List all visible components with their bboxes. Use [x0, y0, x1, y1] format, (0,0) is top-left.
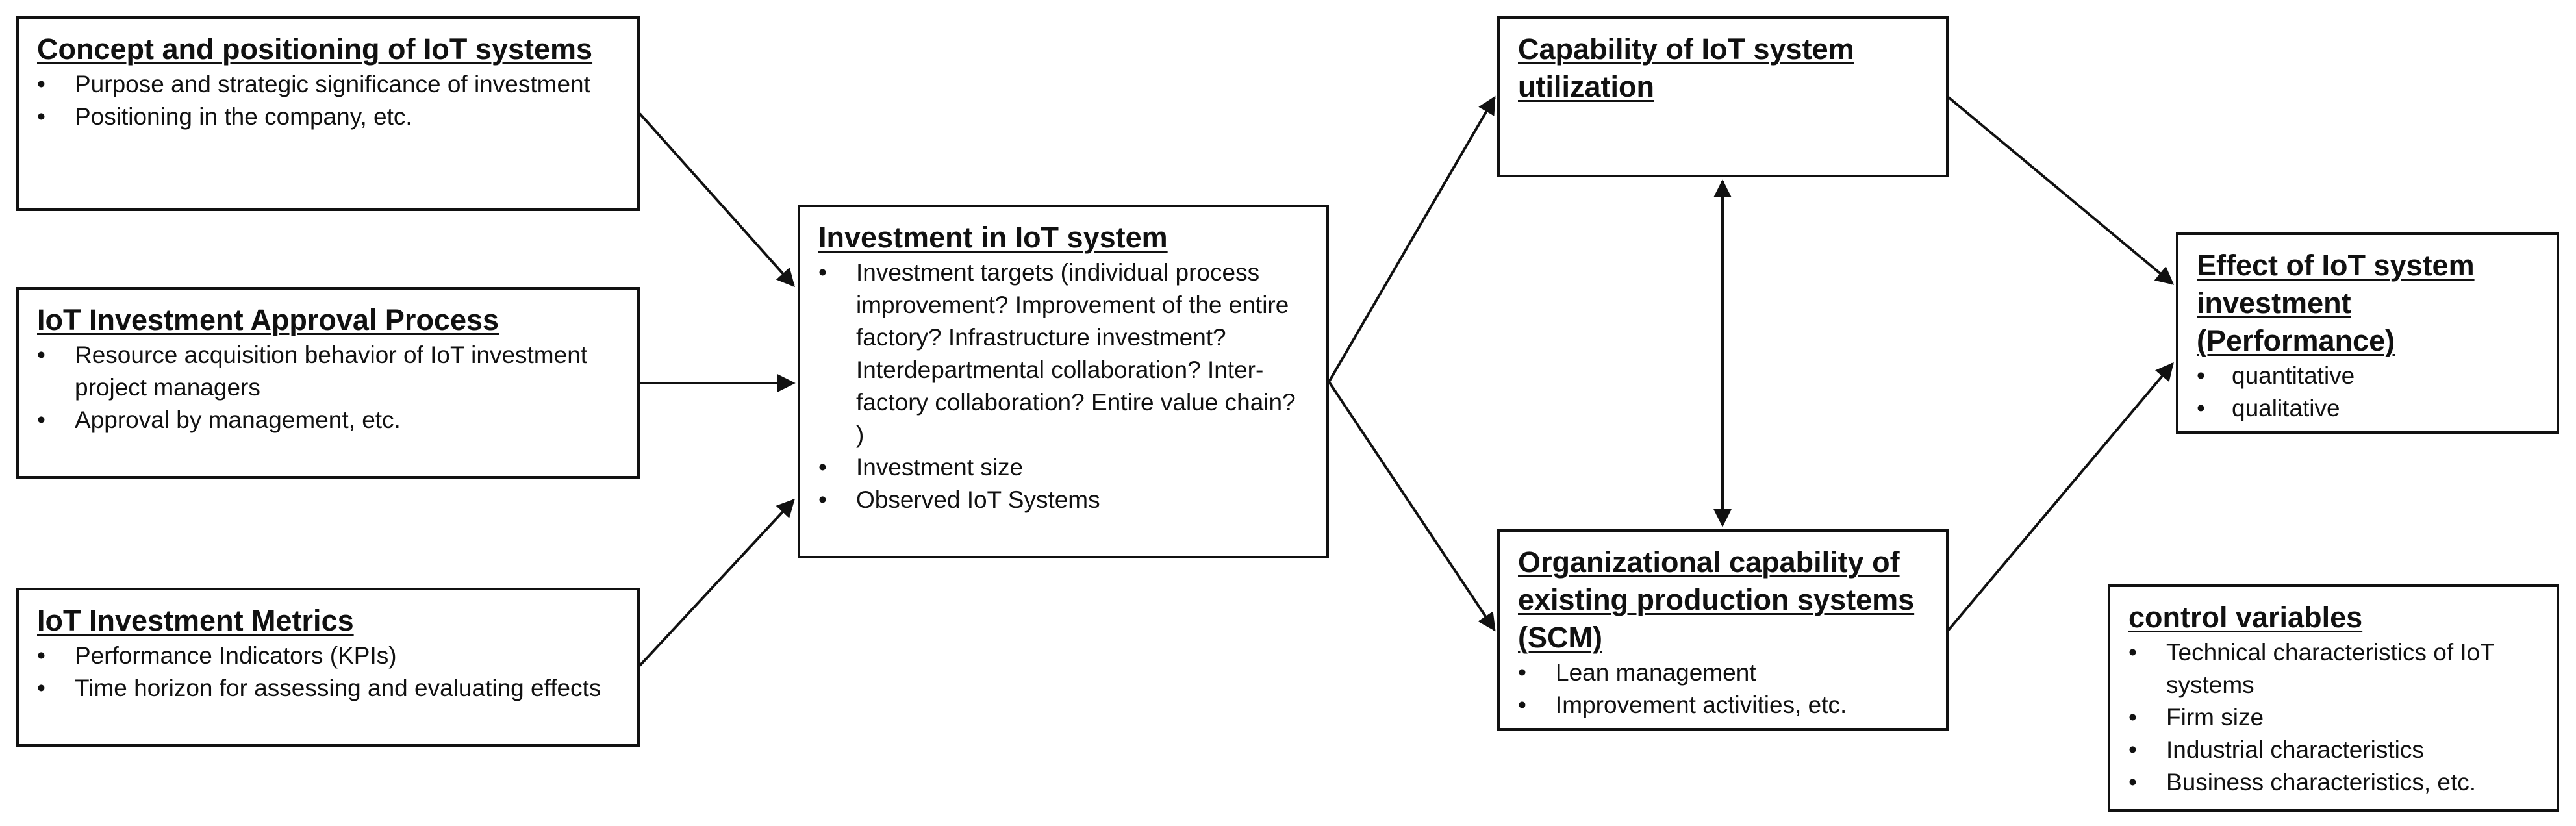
control-variables-list: •Technical characteristics of IoT system…	[2128, 636, 2544, 799]
list-item: •qualitative	[2197, 392, 2537, 425]
org-capability-title: Organizational capability of existing pr…	[1518, 545, 1915, 654]
control-variables-title: control variables	[2128, 601, 2363, 634]
bullet-icon: •	[37, 71, 45, 97]
arrow-investment-to-capability	[1328, 95, 1496, 383]
list-item: •Observed IoT Systems	[818, 484, 1307, 516]
concept-list: •Purpose and strategic significance of i…	[37, 68, 618, 133]
bullet-icon: •	[818, 259, 827, 286]
bullet-icon: •	[818, 486, 827, 513]
effect-title: Effect of IoT system investment (Perform…	[2197, 249, 2475, 357]
bullet-icon: •	[2197, 395, 2205, 421]
effect-list: •quantitative •qualitative	[2197, 360, 2537, 425]
list-item: •Resource acquisition behavior of IoT in…	[37, 339, 618, 404]
investment-list: •Investment targets (individual process …	[818, 257, 1307, 516]
bullet-icon: •	[2128, 704, 2137, 731]
approval-box: IoT Investment Approval Process •Resourc…	[16, 287, 640, 479]
list-item: •Positioning in the company, etc.	[37, 101, 618, 133]
concept-box: Concept and positioning of IoT systems •…	[16, 16, 640, 211]
list-item: •Investment targets (individual process …	[818, 257, 1307, 451]
list-item: •Purpose and strategic significance of i…	[37, 68, 618, 101]
arrow-concept-to-investment	[638, 112, 795, 288]
list-item: •Investment size	[818, 451, 1307, 484]
bullet-icon: •	[2197, 362, 2205, 389]
metrics-list: •Performance Indicators (KPIs) •Time hor…	[37, 640, 618, 705]
list-item: •Industrial characteristics	[2128, 734, 2544, 766]
list-item: •Time horizon for assessing and evaluati…	[37, 672, 618, 705]
bullet-icon: •	[37, 642, 45, 669]
effect-box: Effect of IoT system investment (Perform…	[2176, 232, 2559, 434]
capability-box: Capability of IoT system utilization	[1497, 16, 1949, 177]
approval-list: •Resource acquisition behavior of IoT in…	[37, 339, 618, 436]
org-capability-box: Organizational capability of existing pr…	[1497, 529, 1949, 731]
list-item: •Approval by management, etc.	[37, 404, 618, 436]
investment-title: Investment in IoT system	[818, 221, 1168, 254]
list-item: •Improvement activities, etc.	[1518, 689, 1926, 721]
list-item: •Lean management	[1518, 657, 1926, 689]
capability-title: Capability of IoT system utilization	[1518, 32, 1854, 103]
investment-box: Investment in IoT system •Investment tar…	[798, 205, 1329, 558]
org-capability-list: •Lean management •Improvement activities…	[1518, 657, 1926, 721]
control-variables-box: control variables •Technical characteris…	[2108, 584, 2559, 812]
bullet-icon: •	[37, 675, 45, 701]
bullet-icon: •	[1518, 692, 1526, 718]
concept-title: Concept and positioning of IoT systems	[37, 32, 593, 66]
metrics-box: IoT Investment Metrics •Performance Indi…	[16, 588, 640, 747]
bullet-icon: •	[1518, 659, 1526, 686]
metrics-title: IoT Investment Metrics	[37, 604, 354, 637]
bullet-icon: •	[2128, 639, 2137, 666]
list-item: •Technical characteristics of IoT system…	[2128, 636, 2544, 701]
arrow-metrics-to-investment	[638, 498, 795, 667]
arrow-capability-to-effect	[1947, 96, 2175, 285]
list-item: •Firm size	[2128, 701, 2544, 734]
bullet-icon: •	[37, 407, 45, 433]
list-item: •Performance Indicators (KPIs)	[37, 640, 618, 672]
bullet-icon: •	[818, 454, 827, 481]
list-item: •Business characteristics, etc.	[2128, 766, 2544, 799]
bullet-icon: •	[2128, 769, 2137, 795]
approval-title: IoT Investment Approval Process	[37, 303, 499, 336]
bullet-icon: •	[2128, 736, 2137, 763]
arrow-investment-to-org	[1328, 381, 1496, 632]
bullet-icon: •	[37, 342, 45, 368]
bullet-icon: •	[37, 103, 45, 130]
list-item: •quantitative	[2197, 360, 2537, 392]
